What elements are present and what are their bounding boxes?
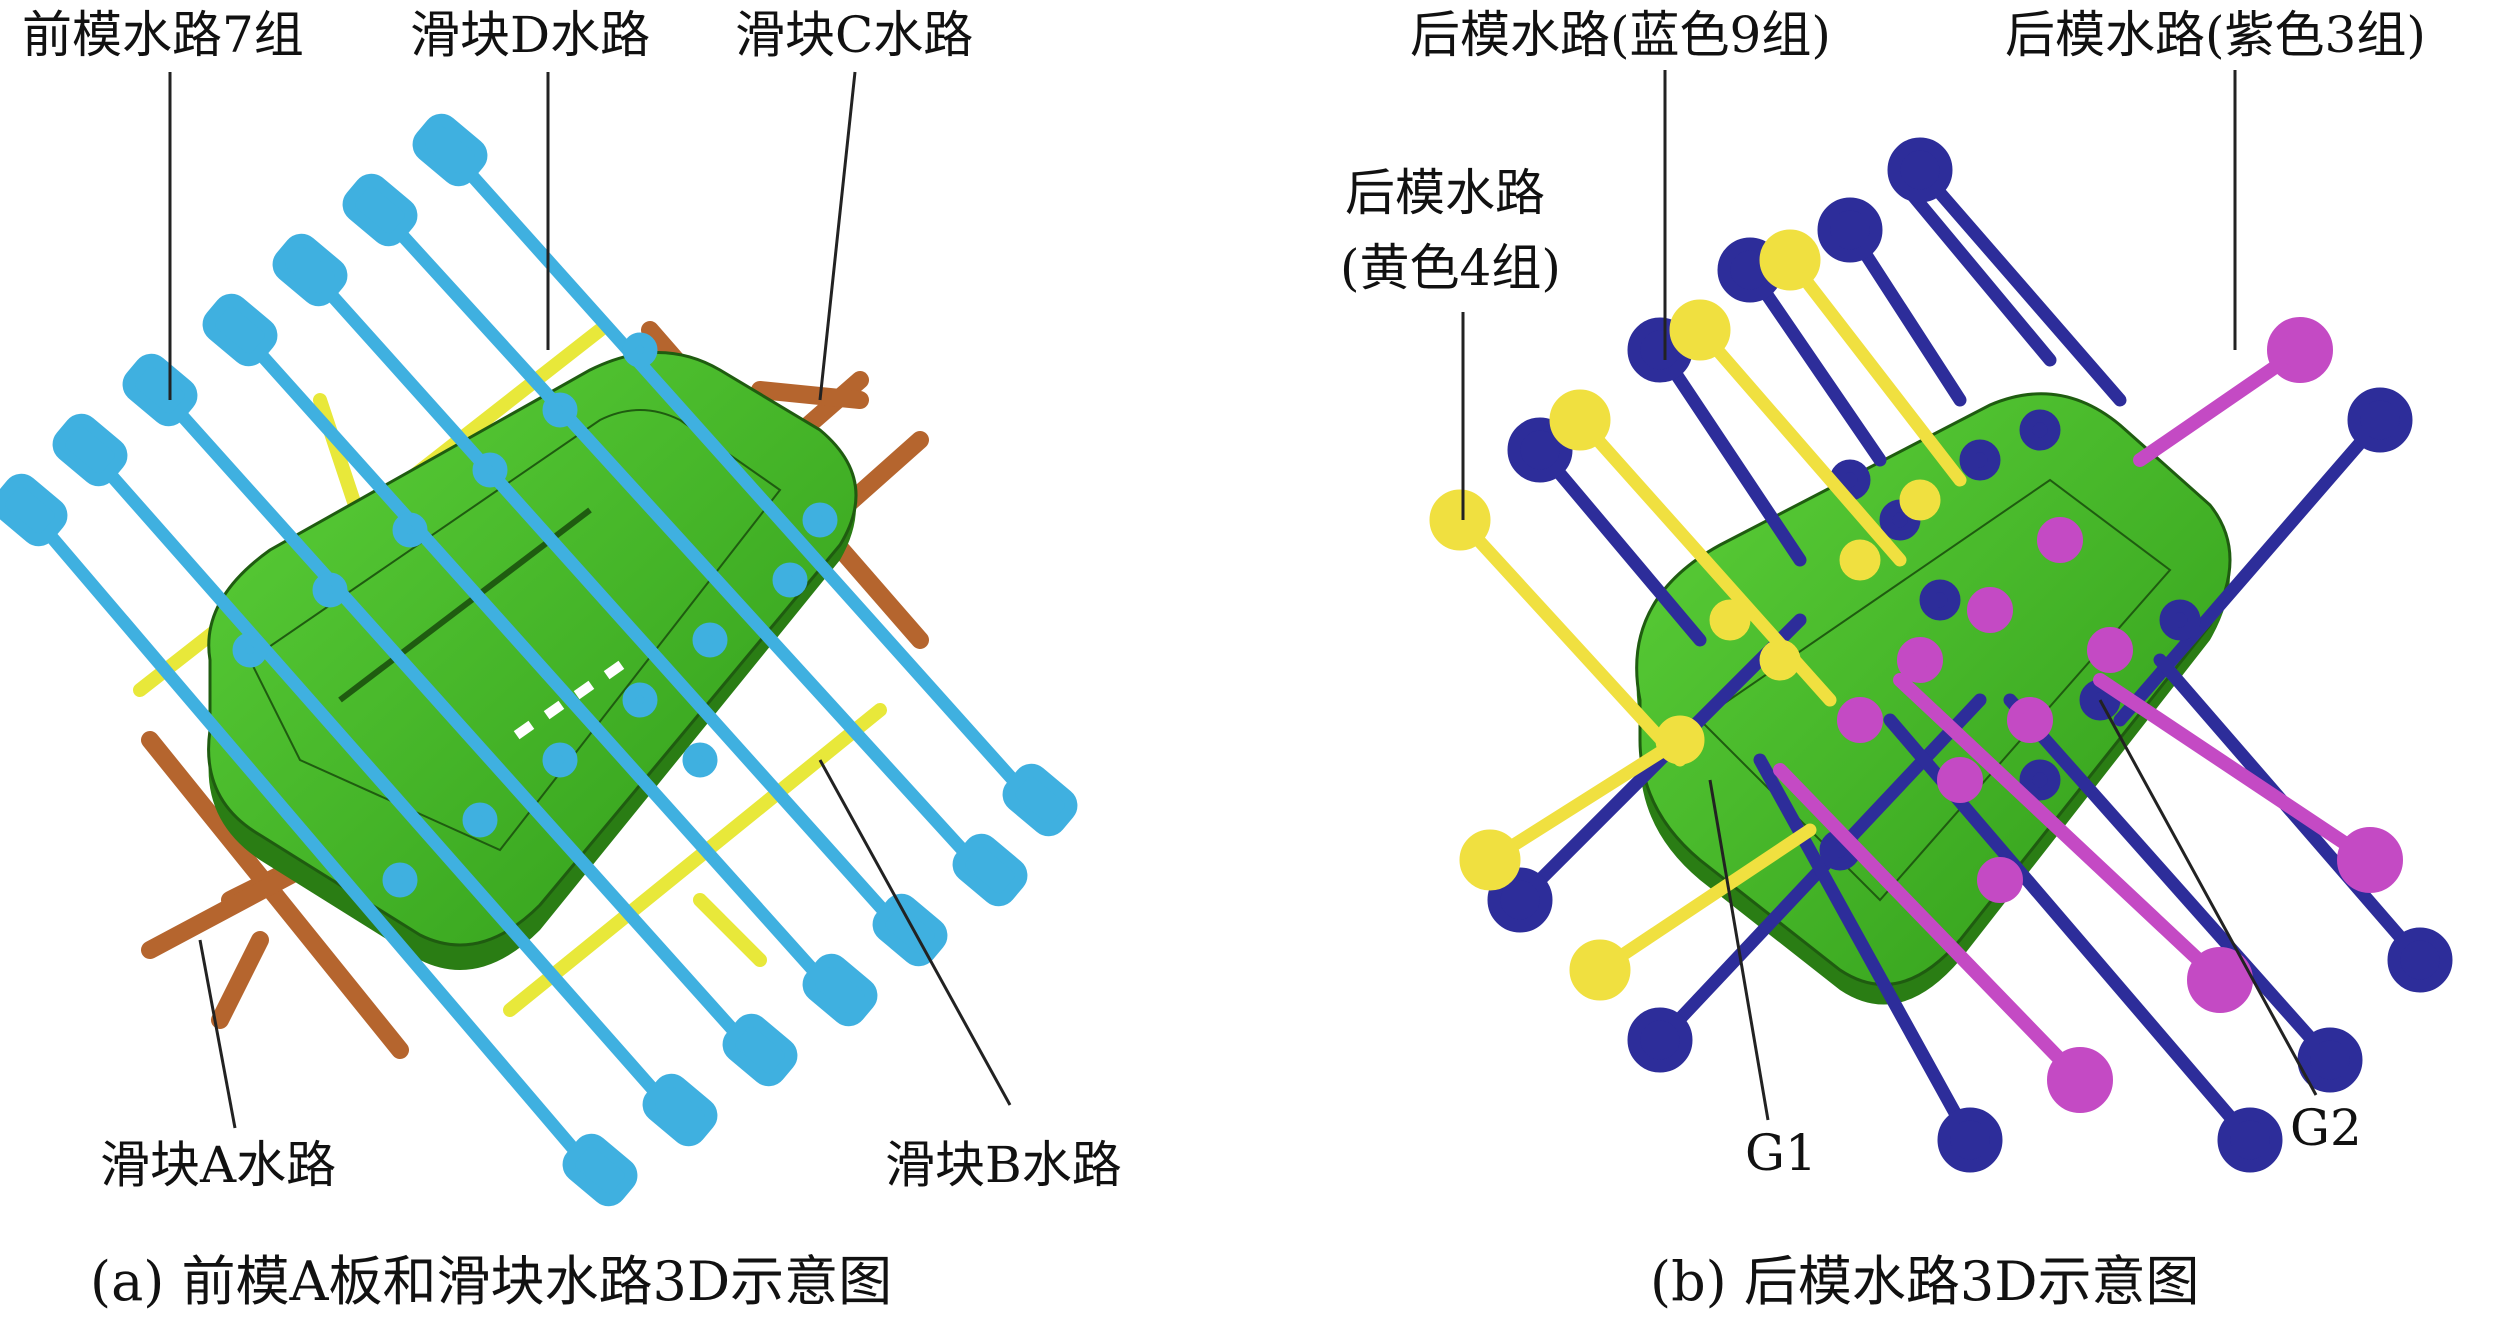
rear-purple-pipes [1773, 317, 2403, 1113]
label-rear-blue-9-groups: 后模水路(蓝色9组) [1410, 6, 1831, 64]
leader-lines [168, 70, 2318, 1129]
caption-panel-b: (b) 后模水路3D示意图 [1650, 1250, 2200, 1313]
rear-yellow-pipes [1429, 229, 1967, 1001]
front-mold-pipes [0, 113, 1078, 1207]
panel-b-labels: 后模水路(蓝色9组) 后模水路(紫色3组) 后模水路 (黄色4组) G1 G2 … [1340, 6, 2426, 1313]
panel-a-illustration [0, 113, 1078, 1207]
caption-panel-a: (a) 前模A板和滑块水路3D示意图 [90, 1250, 892, 1313]
label-rear-purple-3-groups: 后模水路(紫色3组) [2005, 6, 2426, 64]
label-g2: G2 [2290, 1099, 2362, 1157]
label-g1: G1 [1745, 1124, 1817, 1182]
label-slider-d: 滑块D水路 [410, 6, 650, 64]
panel-b-illustration [1429, 137, 2453, 1173]
label-rear-yellow-line1: 后模水路 [1345, 164, 1545, 222]
label-rear-yellow-line2: (黄色4组) [1340, 239, 1561, 297]
panel-a-labels: 前模水路7组 滑块D水路 滑块C水路 滑块A水路 滑块B水路 (a) 前模A板和… [22, 6, 1122, 1313]
label-slider-a: 滑块A水路 [100, 1136, 336, 1194]
label-slider-b: 滑块B水路 [885, 1136, 1122, 1194]
label-slider-c: 滑块C水路 [735, 6, 973, 64]
label-front-mold-7-groups: 前模水路7组 [22, 6, 304, 64]
